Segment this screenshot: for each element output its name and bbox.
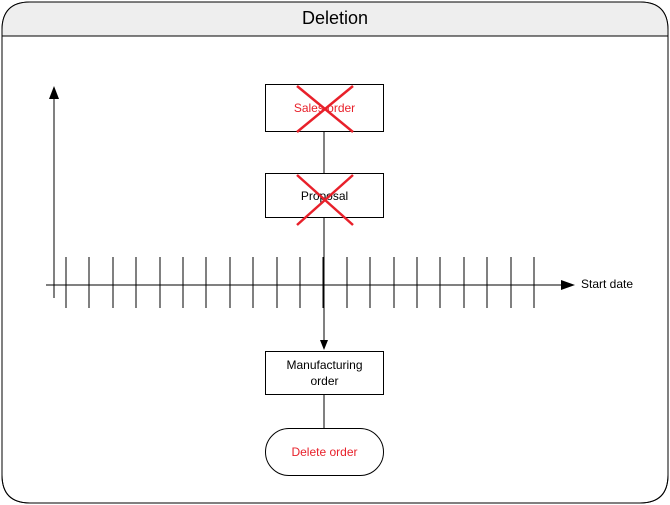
y-axis-arrowhead: [49, 86, 59, 99]
proposal-label: Proposal: [300, 188, 349, 203]
sales-order-label: Sales order: [293, 101, 356, 115]
manufacturing-order-node: Manufacturing order: [265, 351, 384, 395]
connector-arrowhead: [320, 340, 328, 350]
manufacturing-order-label-line2: order: [310, 374, 339, 388]
panel-title: Deletion: [301, 8, 369, 28]
delete-order-node: Delete order: [265, 428, 384, 476]
panel-header: [2, 2, 668, 36]
manufacturing-order-label-line1: Manufacturing: [286, 358, 363, 372]
x-axis-ticks: [65, 257, 535, 308]
proposal-node: Proposal: [265, 173, 384, 218]
sales-order-node: Sales order: [265, 84, 384, 132]
x-axis-arrowhead: [561, 280, 575, 290]
x-axis-label: Start date: [581, 277, 634, 291]
delete-order-label: Delete order: [291, 445, 358, 459]
